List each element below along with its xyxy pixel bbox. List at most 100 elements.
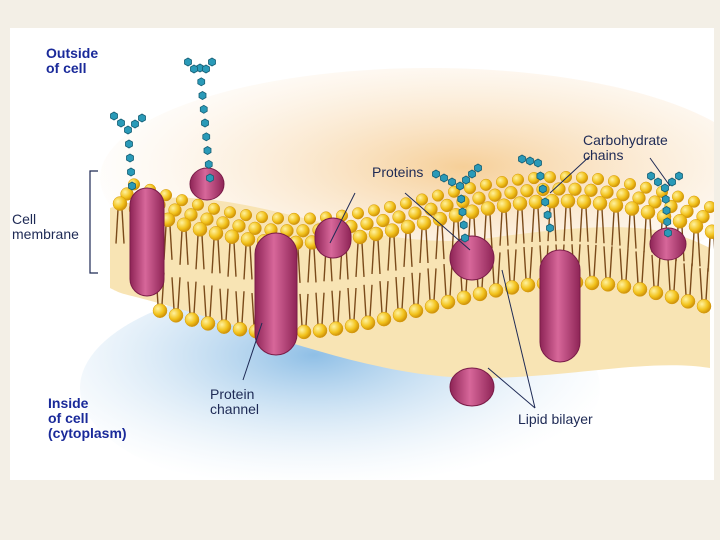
lipid-head [392,210,406,224]
lipid-head [239,209,253,222]
lipid-tail [587,244,591,278]
lipid-tail [595,209,599,244]
lipid-tail [419,228,423,264]
sugar-unit [202,132,211,142]
lipid-tail [537,207,541,242]
lipid-head [328,321,344,336]
sugar-unit [647,171,655,181]
lipid-head [271,212,285,225]
lipid-head [664,289,680,305]
sugar-unit [126,153,134,163]
lipid-tail [619,248,623,281]
lipid-head [696,210,710,224]
lipid-tail [179,230,183,265]
lipid-head [184,208,198,222]
lipid-tail [377,239,381,275]
lipid-tail [201,235,205,270]
diagram-frame: Outside of cell Cell membrane Inside of … [10,28,714,480]
inside-of-cell-label: Inside of cell (cytoplasm) [48,395,127,441]
lipid-head [344,318,360,334]
sugar-unit [204,159,213,169]
sugar-unit [457,194,466,204]
lipid-tail [243,245,247,280]
lipid-tail [331,290,335,323]
lipid-head [408,206,422,220]
lipid-head [287,212,301,225]
peripheral-protein-edge [649,227,687,261]
lipid-tail [633,214,637,249]
lipid-head [360,217,374,231]
sugar-unit [661,183,669,193]
lipid-tail [401,277,405,310]
sugar-unit [202,64,210,74]
carbohydrate-chains [110,57,683,243]
lipid-head [376,213,390,228]
sugar-unit [124,125,132,135]
lipid-head [671,190,685,203]
lipid-tail [603,246,607,279]
lipid-head [383,200,397,214]
lipid-head [456,290,472,306]
lipid-head [680,294,696,309]
protein-channel-leader [242,322,263,381]
lipid-head [607,175,621,188]
lipid-tail [425,228,429,264]
lipid-tail [635,251,639,284]
lipid-head [463,182,477,195]
lipid-tail [337,290,341,323]
lipid-tail [435,225,439,260]
sugar-unit [125,139,133,149]
lipid-head [512,196,528,211]
lipid-head [472,286,488,302]
lipid-tail [673,258,677,291]
lipid-tail [707,237,711,272]
outside-of-cell-label: Outside of cell [46,45,99,76]
sugar-unit [462,175,470,185]
lipid-head [175,194,189,207]
lipid-tail [627,214,631,249]
lipid-tail [249,245,253,280]
lipid-head [520,184,534,198]
lipid-tail [187,281,191,314]
sugar-unit [664,228,672,238]
lipid-head [416,215,432,231]
lipid-tail [387,236,391,271]
lipid-tail [585,207,589,242]
lipid-tail [697,232,701,267]
lipid-tail [683,263,687,296]
lipid-head [223,206,237,219]
lipid-head [687,195,701,208]
lipid-head [240,232,256,247]
lipid-tail [195,235,199,270]
lipid-tail [411,272,415,305]
lipid-tail [171,277,175,310]
lipid-tail [363,284,367,317]
lipid-head [600,185,614,199]
lipid-head [672,213,688,229]
peripheral-protein-bottom [449,367,495,407]
lipid-tail [449,263,453,297]
lipid-head [632,191,646,205]
lipid-head [296,224,310,238]
sugar-unit [138,113,146,123]
lipid-bilayer-leader-2 [487,367,536,409]
lipid-head [703,200,714,214]
lipid-tail [531,207,535,242]
lipid-head [488,283,504,298]
sugar-unit [654,177,662,187]
lipid-tail [177,277,181,310]
lipid-tail [241,291,245,324]
lipid-tail [641,251,645,284]
lipid-tail [689,263,693,296]
lipid-head [432,211,448,227]
sugar-unit [518,154,526,164]
lipid-tail [321,292,325,325]
lipid-tail [609,246,613,279]
sugar-unit [432,169,440,179]
lipid-head [575,171,589,184]
lipid-tail [233,242,237,277]
lipid-head [424,299,440,314]
lipid-head [640,204,656,220]
cell-membrane-bracket [89,170,98,274]
sugar-unit [197,77,206,87]
